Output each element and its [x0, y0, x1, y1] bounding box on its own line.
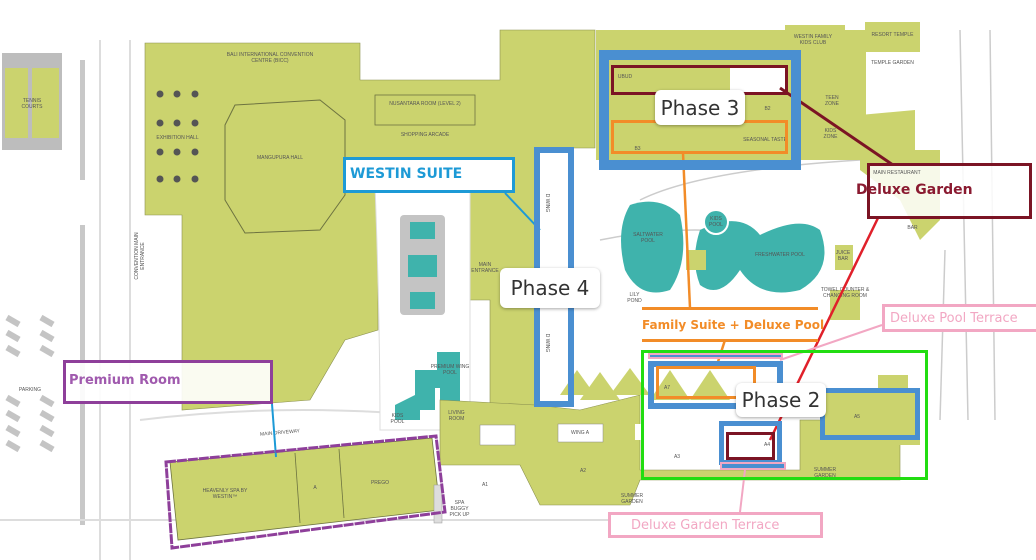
phase2-label: Phase 2	[736, 383, 826, 417]
premium-room-box: Premium Room	[63, 360, 273, 404]
label-lily-pond: LILY POND	[627, 292, 642, 304]
label-wing-a: WING A	[570, 430, 590, 436]
convention-centre-building	[144, 29, 596, 411]
family-suite-zone-phase3	[611, 120, 788, 154]
label-kids-club: WESTIN FAMILY KIDS CLUB	[793, 34, 833, 46]
label-ubud: UBUD	[617, 74, 633, 80]
parking-spaces	[5, 314, 55, 453]
deluxe-garden-label: Deluxe Garden	[856, 182, 973, 198]
deluxe-garden-terrace-label: Deluxe Garden Terrace	[631, 518, 780, 533]
label-heavenly-spa: HEAVENLY SPA BY WESTIN™	[202, 488, 248, 500]
westin-suite-label: WESTIN SUITE	[350, 166, 463, 182]
phase4-label: Phase 4	[500, 268, 600, 308]
label-saltwater-pool: SALTWATER POOL	[633, 232, 663, 244]
phase2-a5-zone	[820, 388, 920, 440]
label-b2: B2	[764, 106, 771, 112]
label-a2: A2	[579, 468, 587, 474]
premium-connector	[271, 403, 277, 458]
label-a7: A7	[663, 385, 671, 391]
label-prego: PREGO	[370, 480, 390, 486]
premium-room-label: Premium Room	[69, 373, 181, 388]
garden-terrace-strip	[720, 462, 786, 470]
deluxe-pool-terrace-box: Deluxe Pool Terrace	[882, 304, 1036, 332]
label-a3: A3	[673, 454, 681, 460]
label-shopping-arcade: SHOPPING ARCADE	[400, 132, 450, 138]
pool-terrace-connector	[779, 324, 883, 361]
family-suite-label: Family Suite + Deluxe Pool	[642, 318, 825, 332]
label-b3: B3	[634, 146, 641, 152]
westin-suite-box: WESTIN SUITE	[343, 157, 515, 193]
spa-premium-outline	[164, 434, 447, 550]
label-a1: A1	[481, 482, 489, 488]
family-suite-zone-phase2	[656, 366, 756, 399]
label-juice-bar: JUICE BAR	[835, 250, 851, 262]
label-seasonal-taste: SEASONAL TASTE	[743, 137, 787, 143]
label-nusantara-room: NUSANTARA ROOM (LEVEL 2)	[389, 101, 461, 107]
label-spa-buggy: SPA BUGGY PICK UP	[449, 500, 470, 518]
label-summer-garden-2: SUMMER GARDEN	[620, 493, 644, 505]
label-exhibition-hall: EXHIBITION HALL	[156, 135, 199, 141]
label-premium-wing-pool: PREMIUM WING POOL	[430, 364, 470, 376]
label-main-entrance: MAIN ENTRANCE	[471, 262, 499, 274]
label-spa-a: A	[313, 485, 317, 491]
deluxe-garden-a4-zone	[726, 432, 775, 460]
label-towel-counter: TOWEL COUNTER & CHANGING ROOM	[820, 287, 870, 299]
label-kids-pool-2: KIDS POOL	[709, 216, 723, 228]
family-suite-connector	[681, 152, 692, 309]
phase2-zone	[641, 350, 928, 480]
label-main-restaurant: MAIN RESTAURANT	[873, 170, 921, 176]
phase3-label: Phase 3	[655, 90, 745, 125]
deluxe-pool-terrace-label: Deluxe Pool Terrace	[890, 311, 1018, 326]
label-tennis-courts: TENNIS COURTS	[21, 98, 43, 110]
label-kids-zone: KIDS ZONE	[823, 128, 838, 140]
road-divider	[80, 60, 85, 180]
label-living-room: LIVING ROOM	[448, 410, 465, 422]
exhibition-hall-columns	[156, 90, 199, 183]
tennis-courts	[2, 53, 62, 150]
label-temple-garden: TEMPLE GARDEN	[871, 60, 914, 66]
label-mangupura-hall: MANGUPURA HALL	[256, 155, 304, 161]
phase3-zone	[599, 50, 801, 170]
deluxe-garden-box: Deluxe Garden	[856, 163, 1032, 219]
freshwater-pool	[695, 221, 825, 293]
label-a4: A4	[763, 442, 771, 448]
label-teen-zone: TEEN ZONE	[825, 95, 839, 107]
label-kids-pool: KIDS POOL	[390, 413, 405, 425]
label-resort-temple: RESORT TEMPLE	[871, 32, 914, 38]
label-parking: PARKING	[18, 387, 42, 393]
label-bicc: BALI INTERNATIONAL CONVENTION CENTRE (BI…	[226, 52, 314, 64]
pool-terrace-strip	[648, 353, 783, 359]
family-suite-box: Family Suite + Deluxe Pool	[642, 307, 824, 342]
deluxe-garden-terrace-box: Deluxe Garden Terrace	[608, 512, 823, 538]
label-freshwater-pool: FRESHWATER POOL	[755, 252, 805, 258]
label-summer-garden: SUMMER GARDEN	[813, 467, 837, 479]
label-bar: BAR	[907, 225, 918, 231]
label-a5: A5	[853, 414, 861, 420]
mangupura-hall-outline	[224, 99, 346, 234]
saltwater-pool	[621, 201, 684, 293]
kids-pool	[703, 209, 729, 235]
